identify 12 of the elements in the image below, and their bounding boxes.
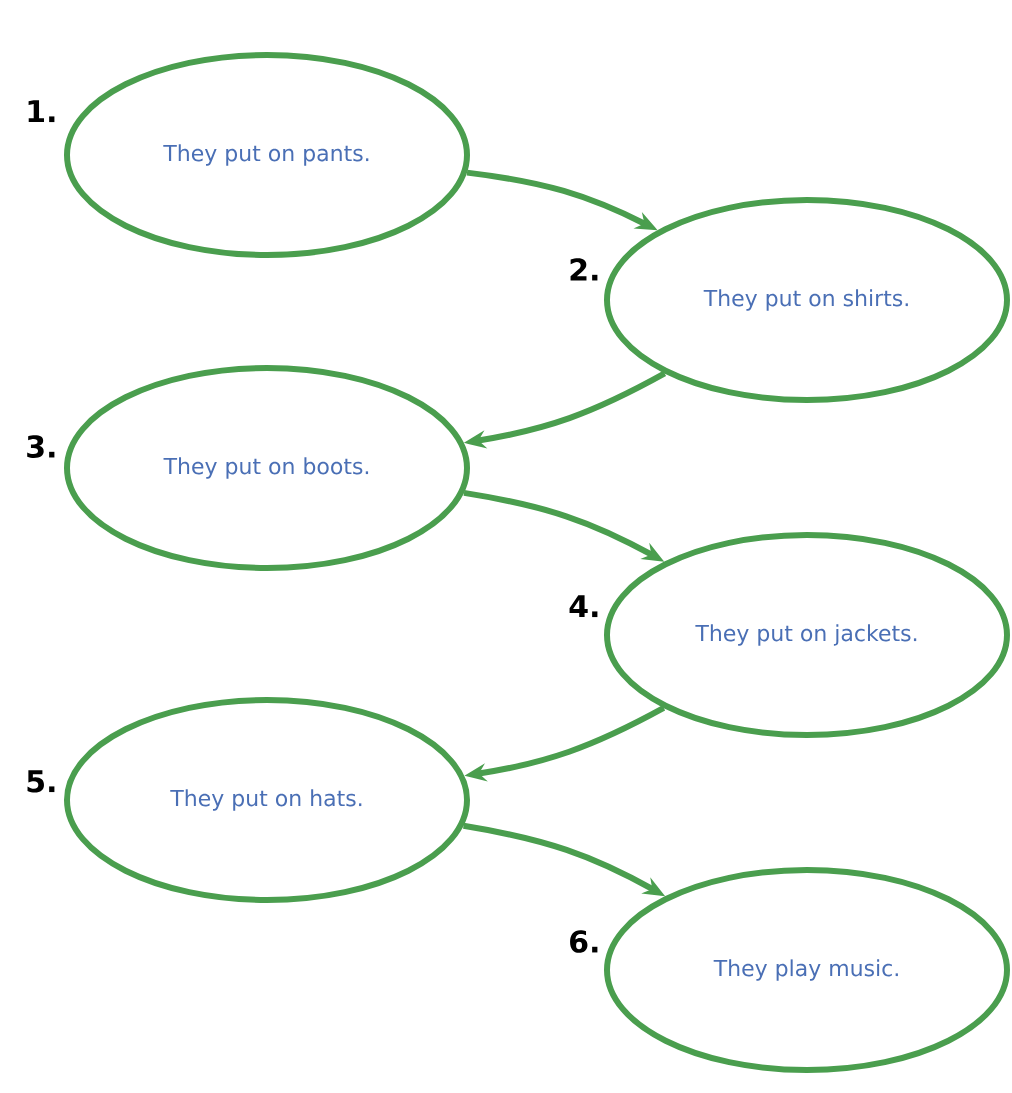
ellipse-node: They put on shirts. xyxy=(604,197,1010,403)
step-number: 6. xyxy=(570,930,598,953)
step-number: 2. xyxy=(570,258,598,281)
step-number: 1. xyxy=(28,100,55,123)
step-number: 4. xyxy=(569,595,598,618)
step-number: 3. xyxy=(27,435,55,458)
ellipse-node: They put on jackets. xyxy=(604,532,1010,738)
step-number: 5. xyxy=(27,770,55,793)
ellipse-node: They play music. xyxy=(604,867,1010,1073)
ellipse-node: They put on boots. xyxy=(64,365,470,571)
ellipse-node: They put on pants. xyxy=(64,52,470,258)
ellipse-node: They put on hats. xyxy=(64,697,470,903)
